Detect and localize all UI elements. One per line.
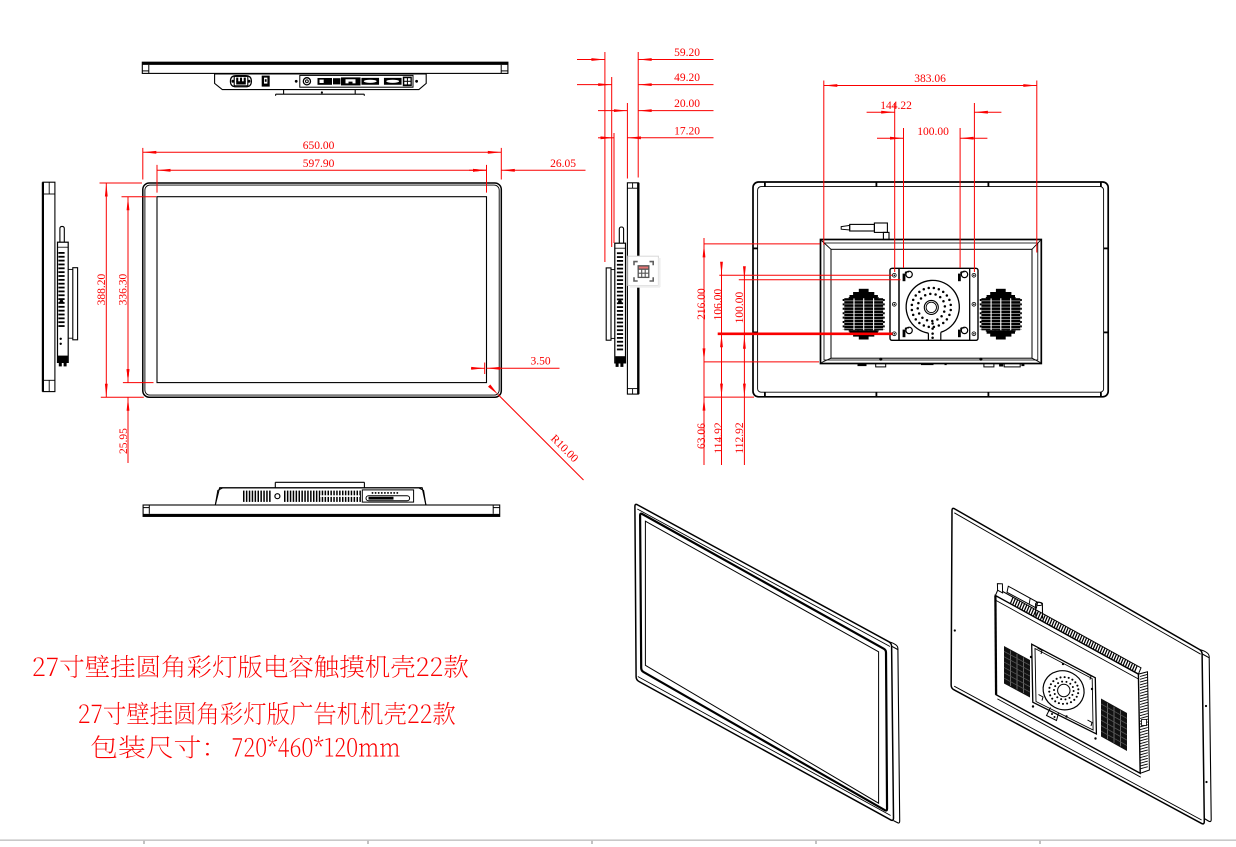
- svg-text:100.00: 100.00: [917, 126, 949, 138]
- svg-text:144.22: 144.22: [880, 100, 912, 112]
- svg-text:106.00: 106.00: [713, 288, 725, 320]
- svg-text:25.95: 25.95: [118, 428, 130, 454]
- svg-text:17.20: 17.20: [674, 125, 700, 137]
- svg-text:112.92: 112.92: [734, 422, 746, 453]
- svg-text:20.00: 20.00: [674, 98, 700, 110]
- svg-text:114.92: 114.92: [713, 422, 725, 453]
- svg-text:59.20: 59.20: [674, 47, 700, 59]
- svg-text:336.30: 336.30: [117, 273, 129, 305]
- svg-text:49.20: 49.20: [674, 72, 700, 84]
- svg-text:100.00: 100.00: [734, 291, 746, 323]
- svg-text:216.00: 216.00: [696, 288, 708, 320]
- svg-text:597.90: 597.90: [303, 158, 335, 170]
- svg-text:388.20: 388.20: [96, 273, 108, 305]
- svg-text:383.06: 383.06: [914, 73, 946, 85]
- svg-text:650.00: 650.00: [303, 140, 335, 152]
- svg-text:3.50: 3.50: [530, 356, 550, 368]
- svg-text:63.06: 63.06: [696, 423, 708, 449]
- svg-text:26.05: 26.05: [550, 158, 576, 170]
